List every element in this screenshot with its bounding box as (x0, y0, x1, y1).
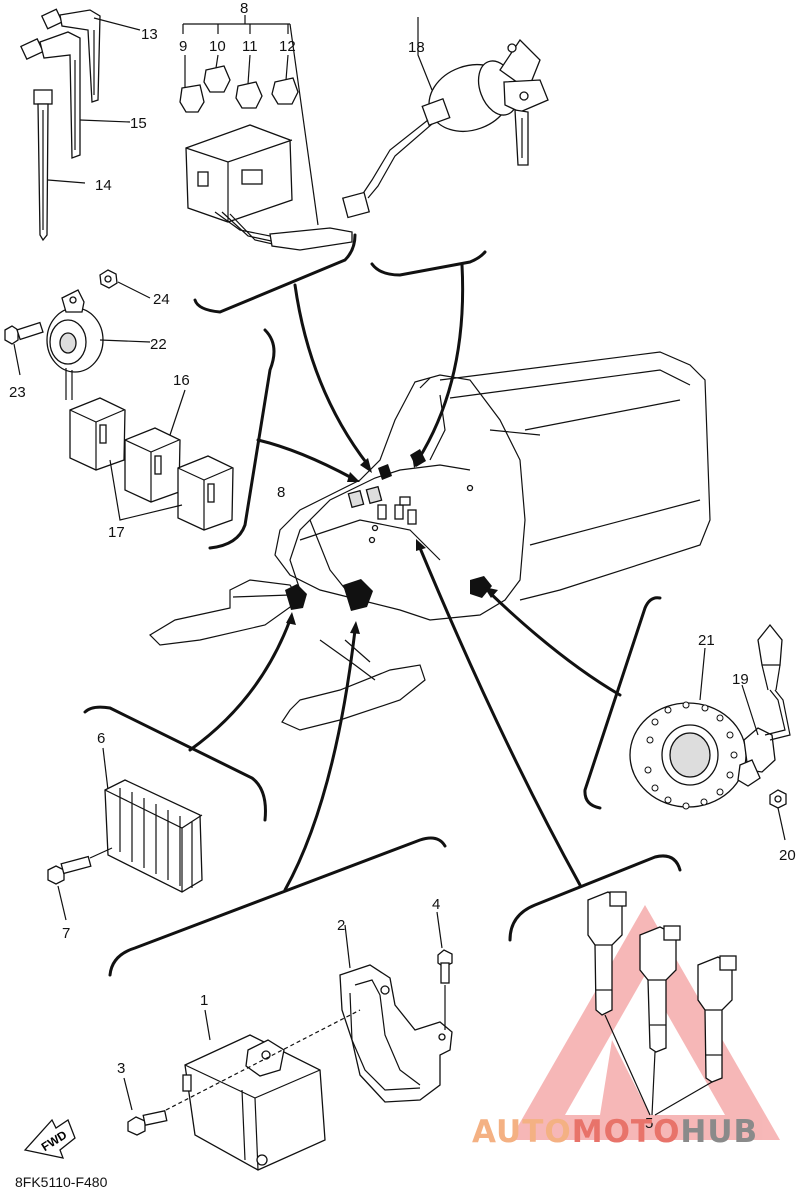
callout-5: 5 (645, 1115, 653, 1132)
callout-7: 7 (62, 925, 70, 942)
pulser-rotor-21 (629, 701, 747, 810)
callout-16: 16 (173, 372, 190, 389)
callout-14: 14 (95, 177, 112, 194)
leader-15 (79, 119, 131, 123)
callout-17: 17 (108, 524, 125, 541)
ignition-coils-group (587, 891, 737, 1116)
fuse-12 (271, 54, 299, 105)
horn-nut-24 (99, 269, 118, 289)
watermark-text: AUTOMOTOHUB (472, 1114, 758, 1150)
key-switch-body (421, 38, 549, 166)
watermark-part-moto: MOTO (572, 1114, 681, 1150)
callout-24: 24 (153, 291, 170, 308)
pointer-curves (83, 233, 682, 977)
cdi-bracket-2 (339, 964, 453, 1103)
watermark-part-auto: AUTO (472, 1114, 572, 1150)
horn-bolt-23 (4, 321, 44, 345)
callout-labels: 1 2 3 4 5 6 7 8 8 9 10 11 12 13 14 15 16… (9, 0, 796, 1132)
horn-assembly (4, 269, 151, 400)
callout-2: 2 (337, 917, 345, 934)
callout-10: 10 (209, 38, 226, 55)
relays-group (69, 389, 234, 531)
relay-1 (69, 397, 126, 471)
cable-tie-15 (20, 31, 81, 159)
rectifier-bolt-7 (47, 855, 92, 885)
callout-4: 4 (432, 896, 440, 913)
horn-body (46, 289, 151, 400)
pickup-coil-19 (737, 623, 791, 787)
callout-15: 15 (130, 115, 147, 132)
callout-21: 21 (698, 632, 715, 649)
callout-3: 3 (117, 1060, 125, 1077)
callout-8-top: 8 (240, 0, 248, 17)
callout-9: 9 (179, 38, 187, 55)
pulser-coil-assembly (629, 623, 791, 841)
callout-12: 12 (279, 38, 296, 55)
callout-1: 1 (200, 992, 208, 1009)
rectifier-regulator-assembly (47, 747, 203, 921)
cable-ties-group (20, 8, 141, 242)
callout-13: 13 (141, 26, 158, 43)
relay-3 (177, 455, 234, 531)
callout-23: 23 (9, 384, 26, 401)
leader-14 (47, 179, 86, 184)
fuse-box-body (185, 124, 353, 251)
watermark-part-hub: HUB (680, 1114, 758, 1150)
fuse-10 (203, 54, 231, 93)
ignition-coil-3 (697, 955, 737, 1083)
callout-19: 19 (732, 671, 749, 688)
fuse-box-assembly (179, 15, 353, 251)
cdi-bolt-4 (437, 949, 453, 984)
callout-6: 6 (97, 730, 105, 747)
fuse-11 (235, 54, 263, 109)
callout-11: 11 (242, 38, 258, 55)
callout-20: 20 (779, 847, 796, 864)
leader-13 (93, 17, 141, 31)
callout-22: 22 (150, 336, 167, 353)
callout-8-middle: 8 (277, 484, 285, 501)
cdi-unit-assembly (123, 911, 453, 1171)
fuse-9 (179, 55, 205, 113)
diagram-code: 8FK5110-F480 (15, 1174, 108, 1190)
relay-2 (124, 427, 181, 503)
pulser-nut-20 (769, 789, 787, 809)
ignition-coil-1 (587, 891, 627, 1016)
cdi-unit-body (182, 1034, 326, 1171)
forward-direction-arrow: FWD (23, 1118, 76, 1159)
ignition-coil-2 (639, 925, 681, 1053)
cable-tie-13 (40, 8, 101, 103)
rectifier-body (104, 779, 203, 893)
callout-18: 18 (408, 39, 425, 56)
main-switch-assembly (341, 17, 549, 219)
cdi-bolt-3 (127, 1110, 168, 1136)
cable-tie-14 (33, 89, 53, 242)
